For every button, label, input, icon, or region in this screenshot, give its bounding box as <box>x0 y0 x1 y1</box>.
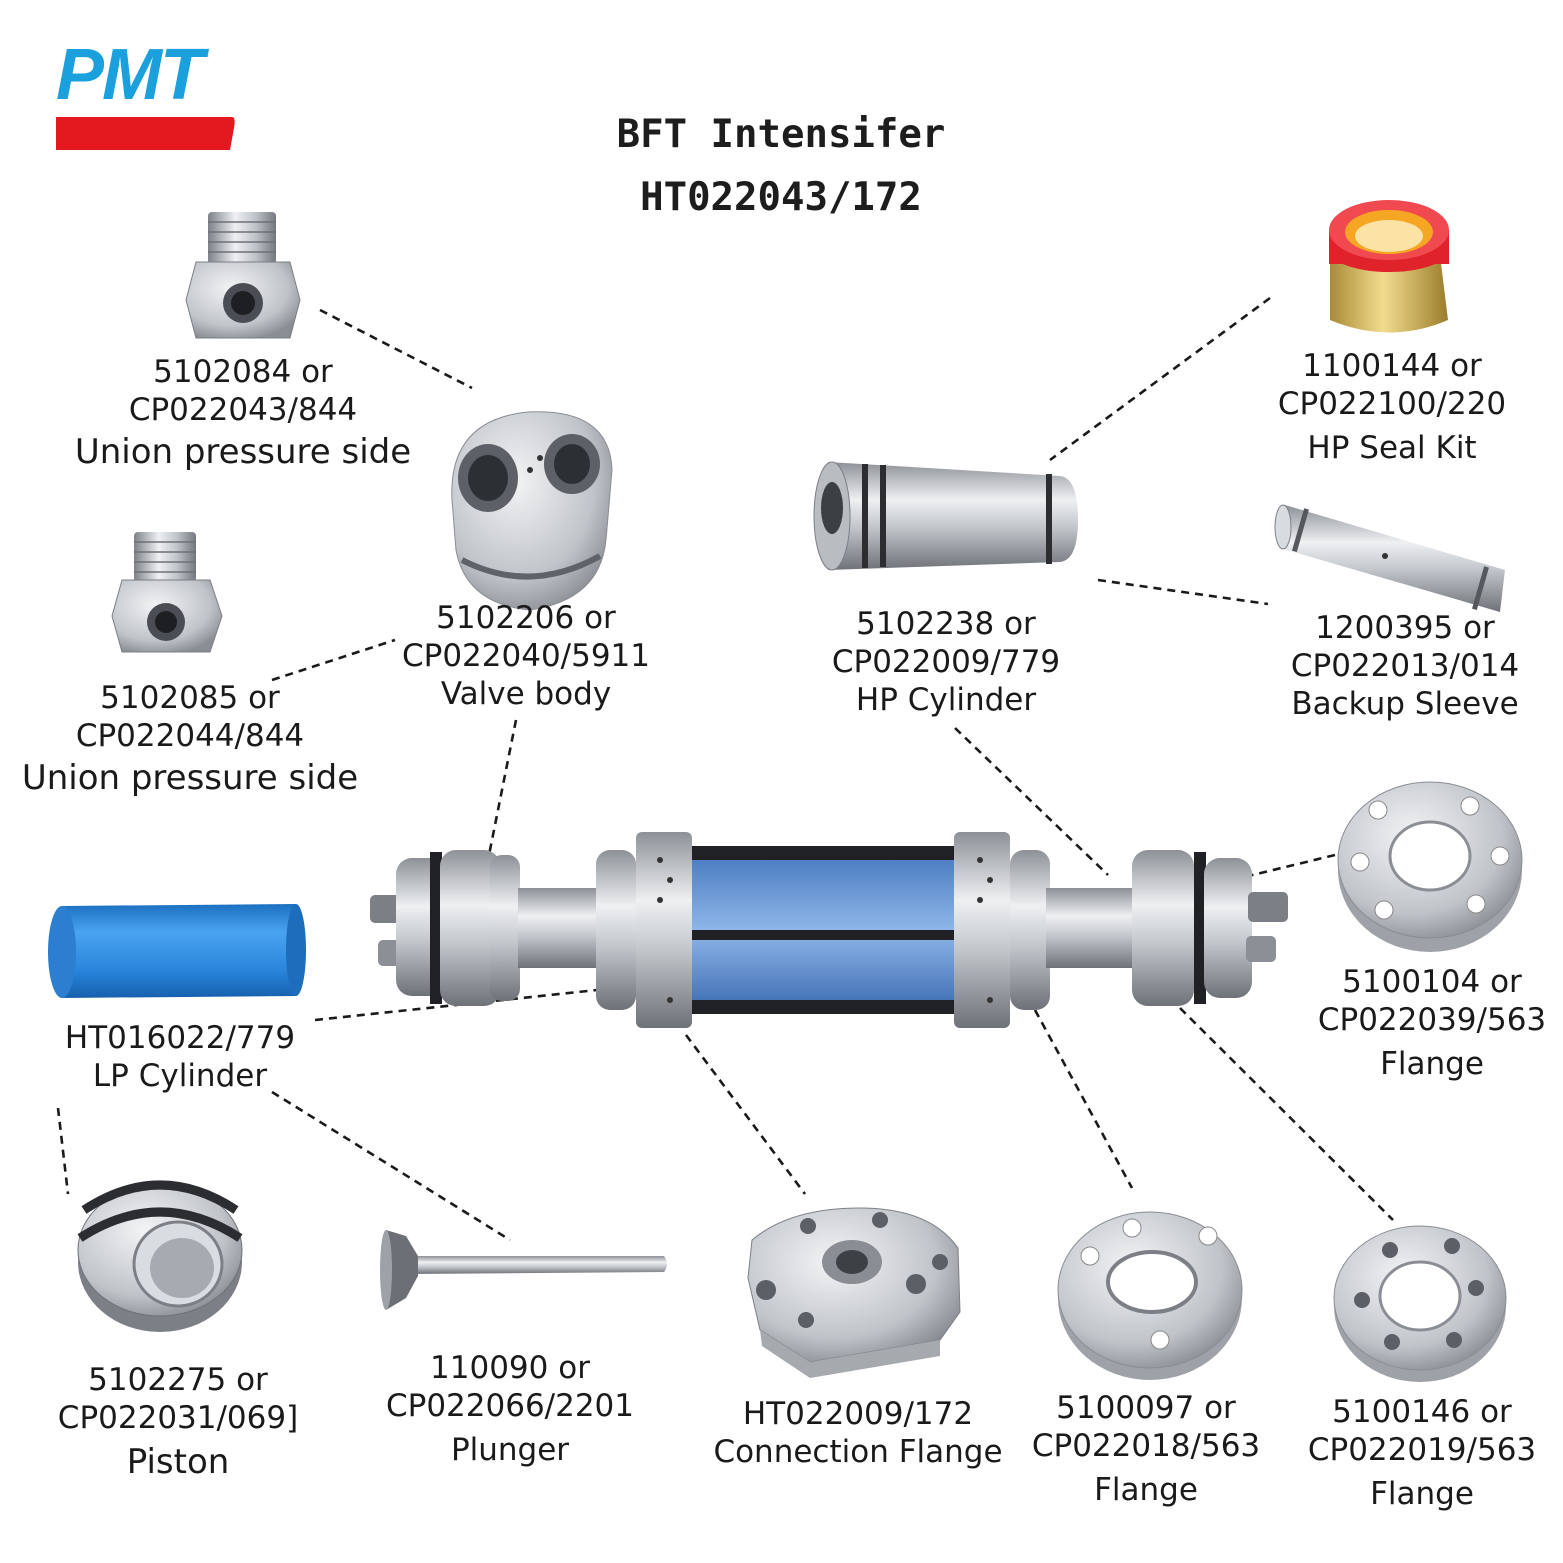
diagram-title: BFT Intensifer <box>616 112 946 157</box>
leader-flange2 <box>1033 1009 1134 1189</box>
plunger-icon <box>380 1230 667 1310</box>
leader-union1 <box>319 308 473 390</box>
leader-valve <box>478 719 518 901</box>
leader-connfl <box>684 1034 807 1195</box>
leader-piston <box>56 1107 70 1195</box>
backup-sleeve-icon <box>1274 504 1505 612</box>
logo-red-bar <box>56 117 235 150</box>
flange-icon <box>1057 1211 1243 1380</box>
leader-union2 <box>271 638 396 682</box>
union-fitting-icon <box>111 532 223 653</box>
hp-cylinder-icon <box>813 461 1078 571</box>
seal-kit-icon <box>1329 200 1449 333</box>
diagram-subtitle: HT022043/172 <box>640 175 922 220</box>
leader-seal <box>1049 296 1271 462</box>
leader-sleeve <box>1097 578 1269 606</box>
leader-hpcyl <box>954 727 1109 876</box>
piston-icon <box>77 1180 243 1332</box>
leader-lines <box>56 296 1394 1242</box>
pmt-logo <box>56 117 235 150</box>
flange-icon <box>1337 781 1523 952</box>
leader-flange1 <box>1239 853 1336 880</box>
flange-icon <box>1333 1225 1507 1382</box>
pmt-logo-text: PMT <box>56 35 204 115</box>
intensifier-assembly-icon <box>370 832 1288 1028</box>
valve-body-icon <box>451 411 613 611</box>
leader-plunger <box>271 1090 511 1242</box>
connection-flange-icon <box>747 1207 961 1378</box>
lp-cylinder-icon <box>48 904 306 998</box>
union-fitting-icon <box>185 212 301 339</box>
